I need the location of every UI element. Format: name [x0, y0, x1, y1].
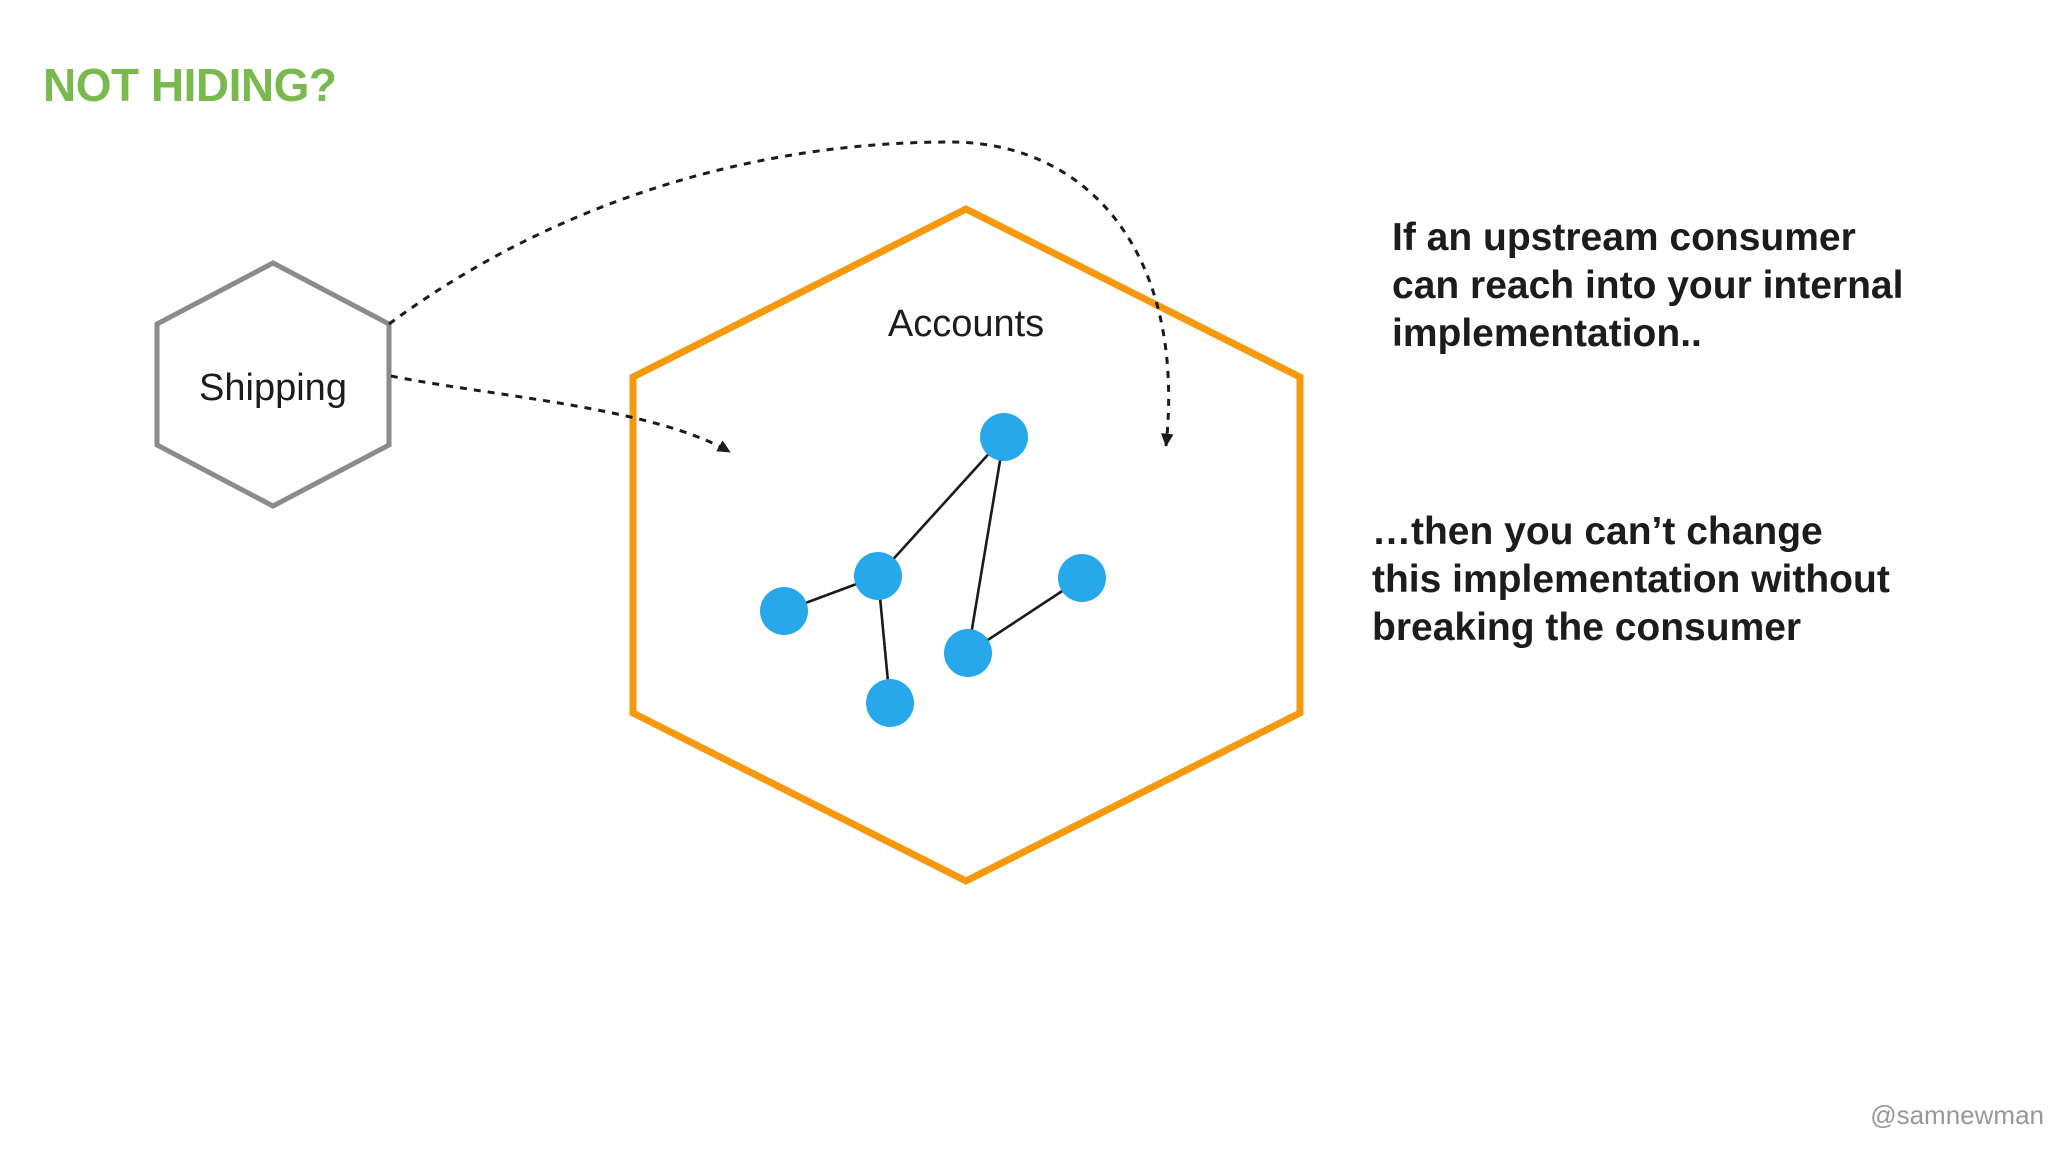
accounts-label: Accounts: [887, 303, 1045, 345]
dotted-arrow-lower: [390, 374, 731, 454]
graph-node: [980, 413, 1028, 461]
callout-upstream: If an upstream consumer can reach into y…: [1392, 216, 1904, 355]
graph-node: [1058, 554, 1106, 602]
graph-node: [854, 552, 902, 600]
graph-node: [866, 679, 914, 727]
dotted-arrow-upper: [388, 140, 1174, 447]
graph-node: [760, 587, 808, 635]
graph-edge: [966, 436, 1006, 654]
accounts-hexagon: [629, 205, 1304, 885]
graph-node: [944, 629, 992, 677]
graph-edge: [877, 436, 1005, 577]
callout-consequence: …then you can’t change this implementati…: [1372, 510, 1890, 649]
shipping-label: Shipping: [199, 367, 347, 409]
internal-implementation-graph: [760, 413, 1106, 727]
slide-title: NOT HIDING?: [43, 59, 337, 111]
watermark-handle: @samnewman: [1870, 1100, 2044, 1130]
